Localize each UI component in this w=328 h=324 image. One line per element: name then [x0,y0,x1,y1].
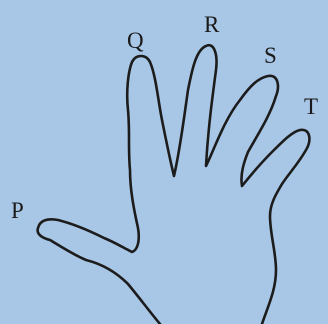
label-r: R [204,12,220,37]
label-p: P [11,198,24,223]
label-q: Q [127,28,144,53]
label-s: S [264,43,277,68]
label-t: T [304,94,318,119]
